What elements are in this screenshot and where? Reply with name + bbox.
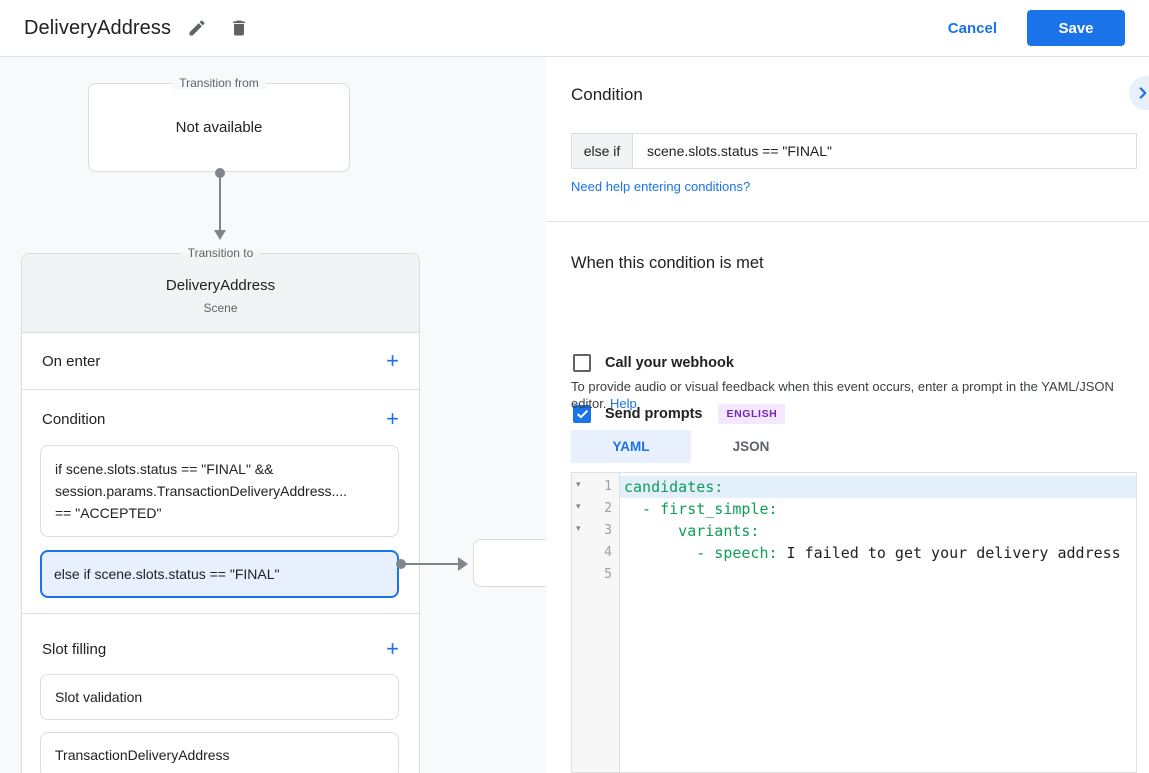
code-line: - speech: I failed to get your delivery …	[620, 542, 1136, 564]
transition-from-node: Transition from Not available	[88, 76, 350, 172]
code-line: variants:	[620, 520, 1136, 542]
fold-arrow-icon[interactable]: ▾	[576, 501, 581, 511]
checkmark-icon	[576, 409, 588, 418]
gutter-row: ▾1	[572, 476, 619, 498]
yaml-key: - first_simple:	[624, 500, 778, 518]
line-number: 5	[604, 567, 612, 582]
condition-line: if scene.slots.status == "FINAL" &&	[55, 461, 274, 477]
edit-button[interactable]	[181, 12, 213, 44]
page-title: DeliveryAddress	[24, 16, 172, 39]
slot-filling-item[interactable]: Slot validation	[40, 674, 399, 720]
send-prompts-checkbox[interactable]	[573, 405, 591, 423]
webhook-row: Call your webhook	[573, 354, 734, 372]
gutter-row: ▾2	[572, 498, 619, 520]
arrow-right-icon	[458, 557, 468, 571]
condition-elseif-text: else if scene.slots.status == "FINAL"	[54, 566, 280, 582]
scene-name: DeliveryAddress	[165, 277, 276, 294]
save-button[interactable]: Save	[1027, 10, 1125, 46]
gutter-row: 5	[572, 564, 619, 586]
yaml-key: - speech:	[624, 544, 778, 562]
connector-dot	[396, 559, 406, 569]
slot-filling-item[interactable]: TransactionDeliveryAddress	[40, 732, 399, 773]
tab-yaml[interactable]: YAML	[571, 430, 691, 463]
webhook-checkbox[interactable]	[573, 354, 591, 372]
gutter-row: 4	[572, 542, 619, 564]
slot-filling-label: Slot filling	[42, 640, 107, 658]
webhook-label: Call your webhook	[605, 355, 734, 371]
condition-prefix: else if	[571, 133, 633, 169]
delete-button[interactable]	[223, 12, 255, 44]
condition-line: session.params.TransactionDeliveryAddres…	[55, 483, 348, 499]
panel-divider	[546, 221, 1149, 222]
yaml-key: variants:	[624, 522, 760, 540]
chevron-right-icon	[1139, 87, 1147, 99]
fold-arrow-icon[interactable]: ▾	[576, 479, 581, 489]
on-enter-label: On enter	[42, 352, 101, 370]
fold-arrow-icon[interactable]: ▾	[576, 523, 581, 533]
condition-expression-input[interactable]	[633, 133, 1137, 169]
condition-detail-panel: Condition else if Need help entering con…	[546, 57, 1149, 773]
tab-json[interactable]: JSON	[691, 430, 811, 463]
add-on-enter-button[interactable]: +	[380, 348, 405, 374]
transition-target-node[interactable]	[473, 539, 546, 587]
code-line: candidates:	[620, 476, 1136, 498]
transition-from-legend: Transition from	[172, 76, 266, 90]
condition-section-label: Condition	[42, 410, 106, 428]
transition-to-legend: Transition to	[180, 246, 261, 260]
code-line: - first_simple:	[620, 498, 1136, 520]
connector-line	[404, 563, 458, 565]
line-number: 1	[604, 479, 612, 494]
trash-icon	[233, 20, 245, 36]
scene-type: Scene	[203, 301, 238, 315]
line-number: 2	[604, 501, 612, 516]
send-prompts-row: Send prompts ENGLISH	[573, 404, 786, 424]
transition-from-content: Not available	[175, 119, 263, 136]
when-condition-heading: When this condition is met	[571, 254, 764, 272]
help-link[interactable]: Help	[610, 396, 637, 411]
language-badge: ENGLISH	[718, 404, 786, 424]
add-slot-button[interactable]: +	[380, 636, 405, 662]
add-condition-button[interactable]: +	[380, 406, 405, 432]
scene-header: DeliveryAddress Scene	[22, 254, 419, 333]
code-line	[620, 564, 1136, 586]
line-number: 3	[604, 523, 612, 538]
condition-section: Condition + if scene.slots.status == "FI…	[22, 390, 419, 614]
scene-diagram-canvas: Transition from Not available Transition…	[0, 57, 546, 773]
panel-heading: Condition	[571, 85, 643, 104]
arrow-down-icon	[214, 230, 226, 240]
editor-code-area[interactable]: candidates: - first_simple: variants: - …	[620, 473, 1136, 772]
condition-item-elseif[interactable]: else if scene.slots.status == "FINAL"	[40, 550, 399, 598]
prompt-description-text: To provide audio or visual feedback when…	[571, 379, 1114, 411]
connector-line	[219, 173, 221, 230]
condition-help-link[interactable]: Need help entering conditions?	[571, 179, 751, 194]
transition-to-node: Transition to DeliveryAddress Scene On e…	[21, 246, 420, 773]
yaml-value: I failed to get your delivery address	[777, 544, 1121, 562]
prompt-description: To provide audio or visual feedback when…	[571, 378, 1139, 412]
cancel-button[interactable]: Cancel	[936, 12, 1009, 45]
top-bar: DeliveryAddress Cancel Save	[0, 0, 1149, 57]
line-number: 4	[604, 545, 612, 560]
send-prompts-label: Send prompts	[605, 406, 703, 422]
collapse-panel-button[interactable]	[1129, 76, 1149, 110]
condition-item-if[interactable]: if scene.slots.status == "FINAL" && sessi…	[40, 445, 399, 537]
condition-line: == "ACCEPTED"	[55, 505, 162, 521]
gutter-row: ▾3	[572, 520, 619, 542]
condition-expression-row: else if	[571, 133, 1137, 169]
pencil-icon	[189, 20, 205, 36]
on-enter-row: On enter +	[22, 333, 419, 390]
yaml-key: candidates:	[624, 478, 724, 496]
